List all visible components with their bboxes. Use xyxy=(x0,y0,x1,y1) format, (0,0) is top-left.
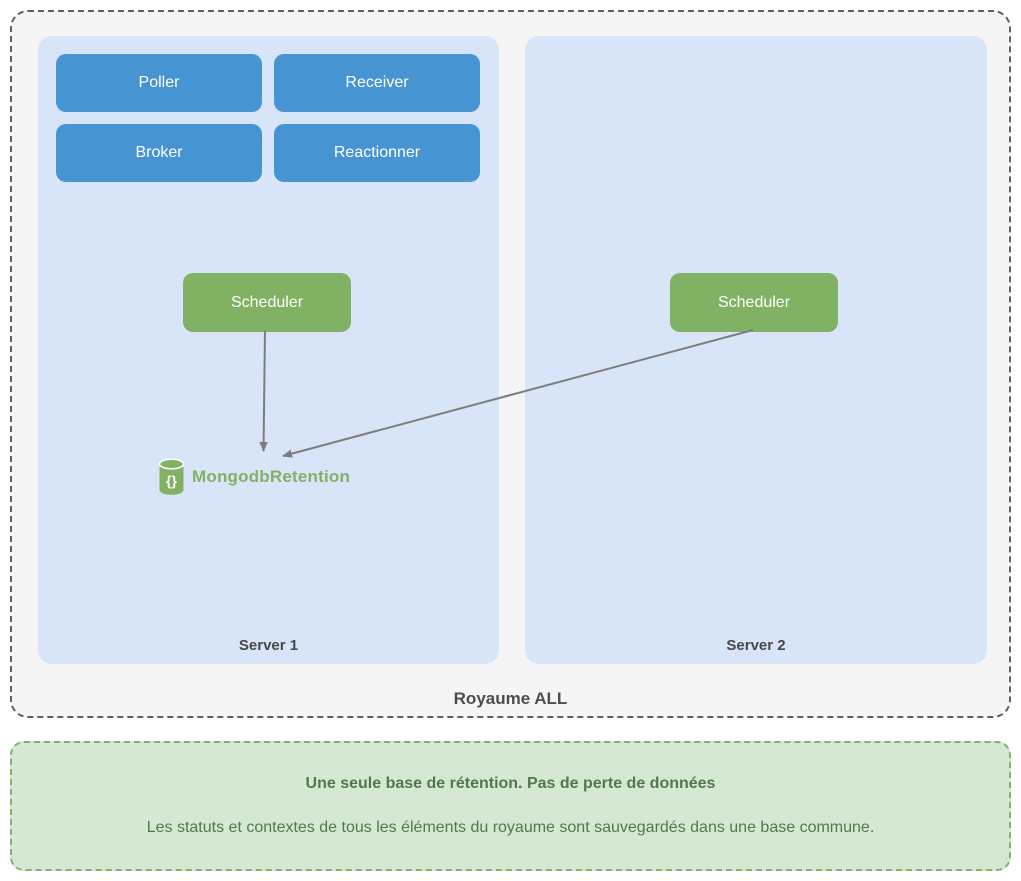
retention-note-title: Une seule base de rétention. Pas de pert… xyxy=(305,775,716,792)
server-1-label: Server 1 xyxy=(238,637,299,654)
node-receiver-label: Receiver xyxy=(345,74,409,91)
node-scheduler-server2: Scheduler xyxy=(670,273,838,332)
royaume-all-container: Poller Receiver Broker Reactionner Sched… xyxy=(10,10,1011,718)
node-receiver: Receiver xyxy=(274,54,480,112)
royaume-all-label: Royaume ALL xyxy=(453,689,568,708)
node-poller-label: Poller xyxy=(138,74,180,91)
retention-note-panel: Une seule base de rétention. Pas de pert… xyxy=(10,741,1011,871)
server-2-label: Server 2 xyxy=(726,637,786,654)
svg-text:{}: {} xyxy=(166,473,177,489)
node-mongodb-retention-label: MongodbRetention xyxy=(192,467,351,486)
database-icon: {} xyxy=(158,458,185,496)
node-broker: Broker xyxy=(56,124,262,182)
node-mongodb-retention: {} MongodbRetention xyxy=(158,458,350,496)
retention-note-body: Les statuts et contextes de tous les élé… xyxy=(146,819,875,836)
server-2-panel: Scheduler Server 2 xyxy=(525,36,987,664)
node-scheduler-server1-label: Scheduler xyxy=(230,293,304,311)
node-scheduler-server1: Scheduler xyxy=(183,273,351,332)
node-poller: Poller xyxy=(56,54,262,112)
node-broker-label: Broker xyxy=(135,144,183,161)
node-reactionner-label: Reactionner xyxy=(333,144,421,161)
server-1-panel: Poller Receiver Broker Reactionner Sched… xyxy=(38,36,499,664)
node-reactionner: Reactionner xyxy=(274,124,480,182)
node-scheduler-server2-label: Scheduler xyxy=(717,293,791,311)
